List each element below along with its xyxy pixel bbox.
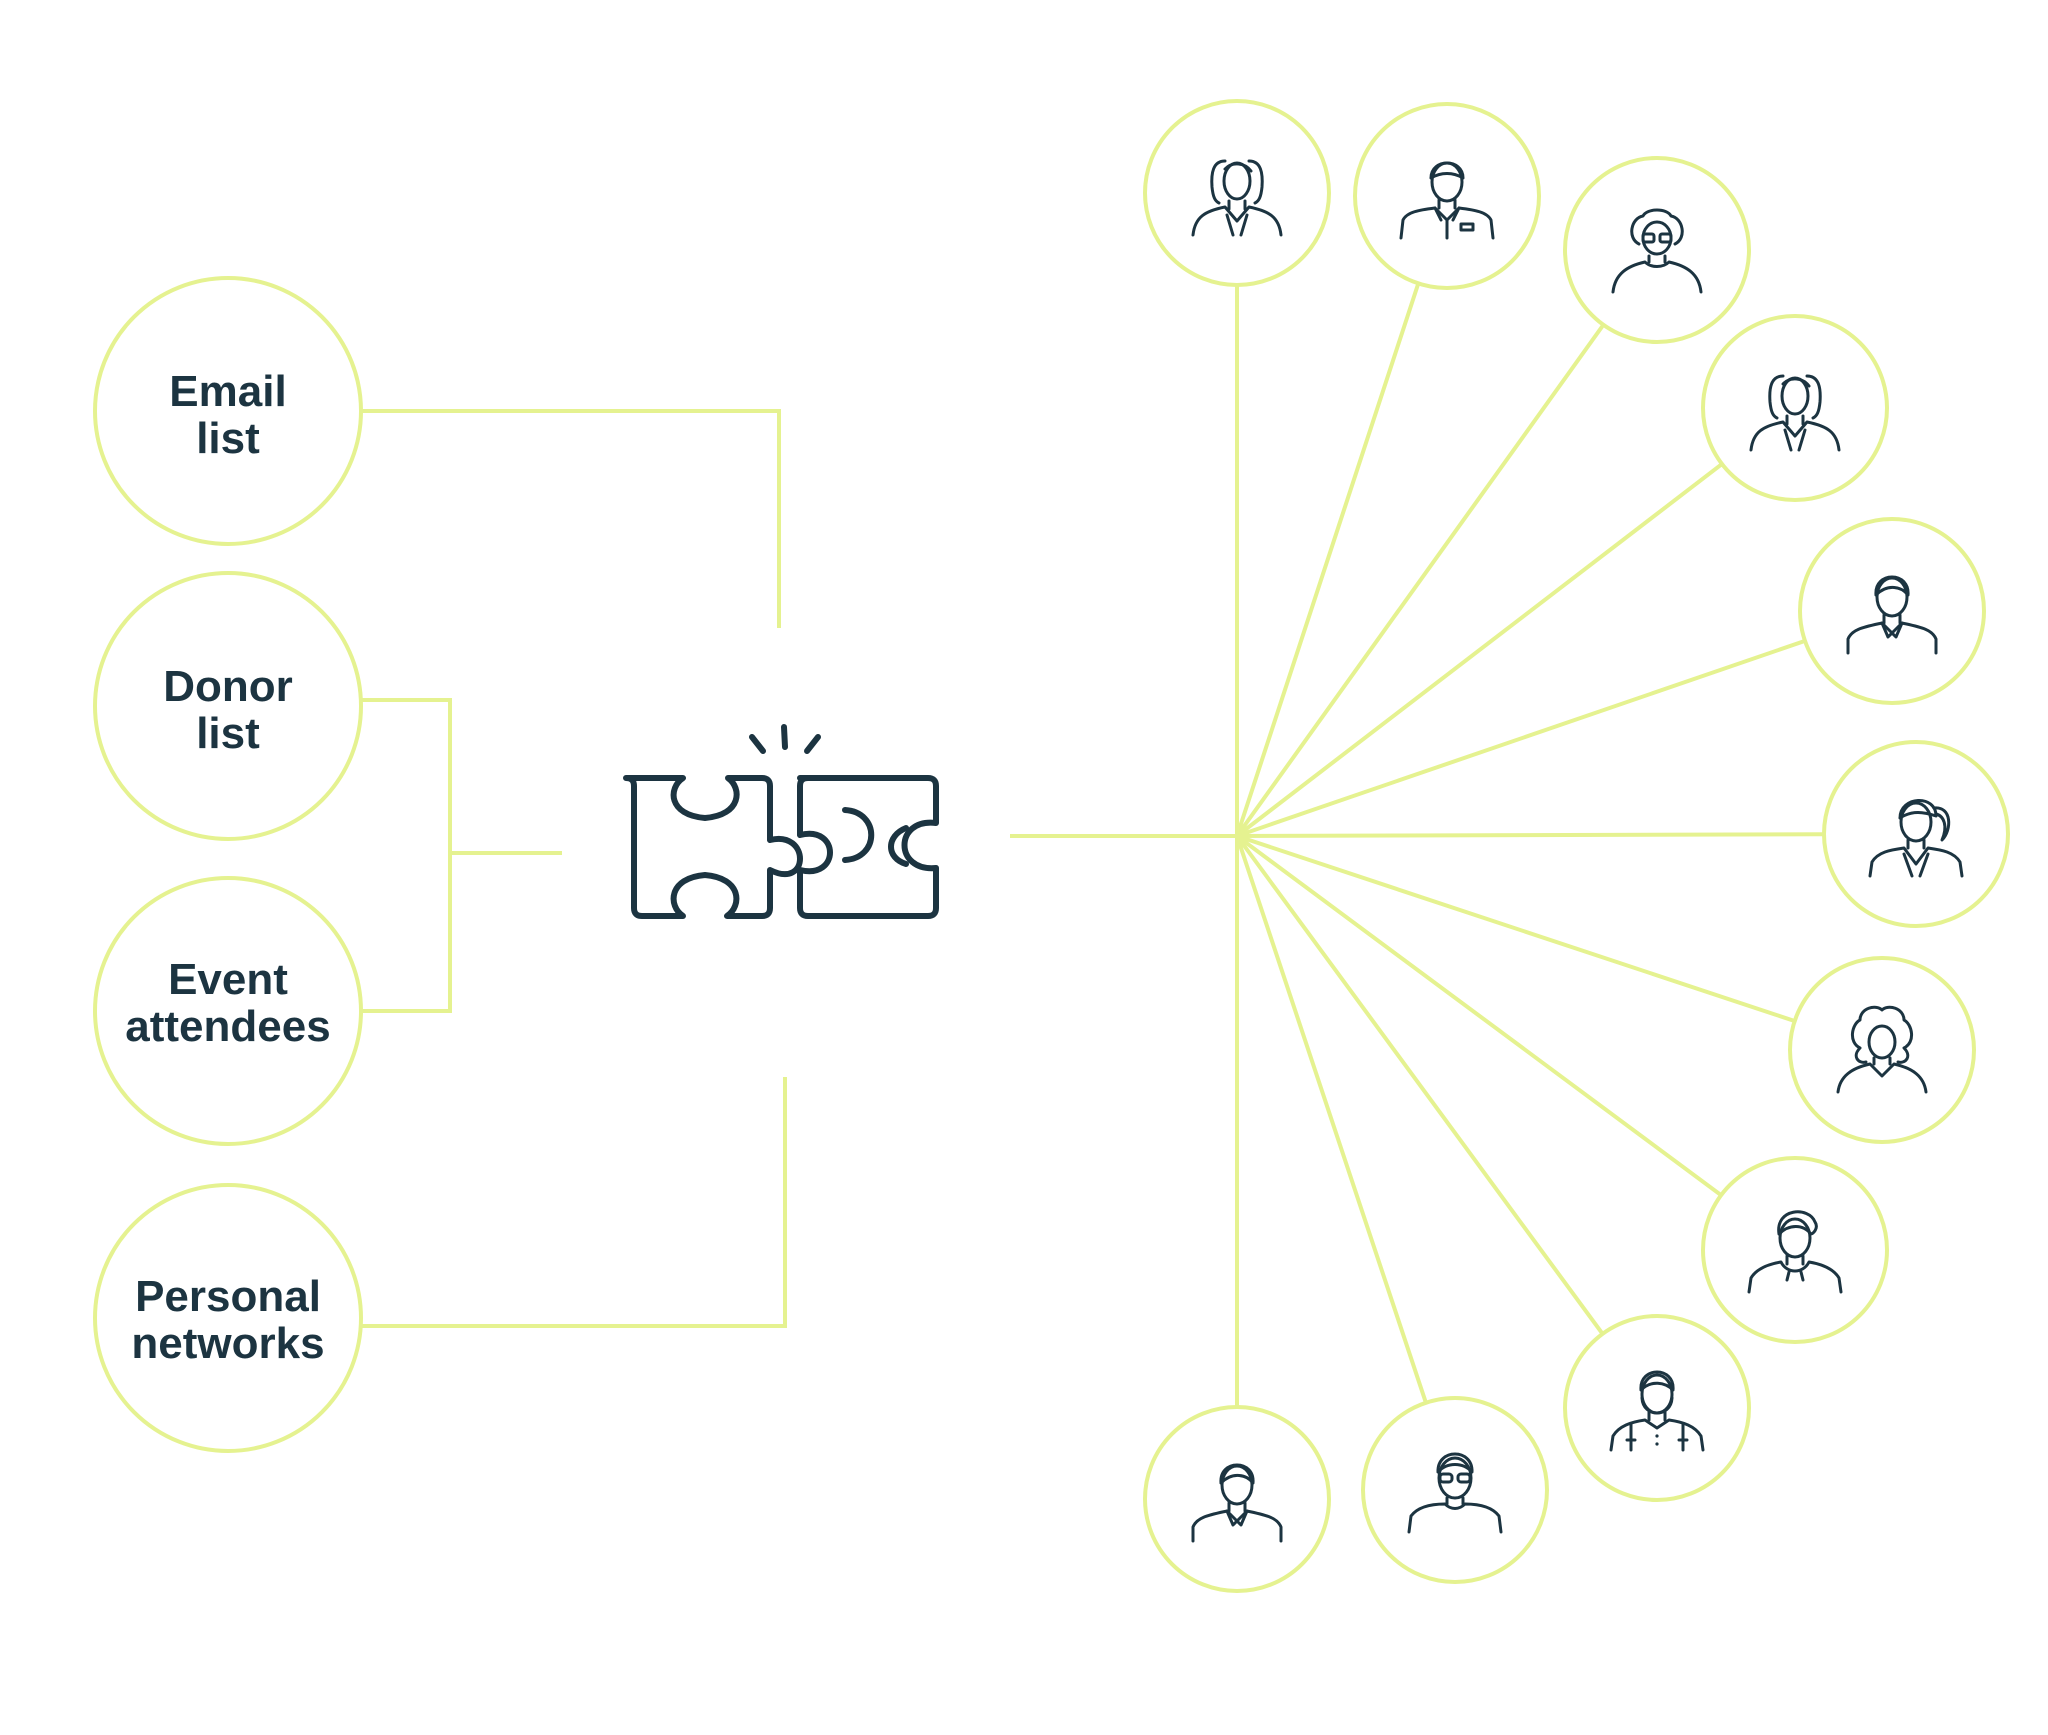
source-event-attendees: Event attendees — [93, 876, 363, 1146]
person-spoke — [1235, 835, 1457, 1491]
person-node — [1701, 1156, 1889, 1344]
source-label-line1: Donor — [163, 662, 293, 711]
source-label-line2: list — [196, 709, 260, 758]
source-label-line2: attendees — [125, 1002, 330, 1051]
source-label-line1: Personal — [135, 1272, 321, 1321]
person-node — [1143, 1405, 1331, 1593]
email-connector — [357, 409, 781, 628]
people-group — [1143, 99, 2010, 1593]
source-connectors — [357, 409, 787, 1328]
person-spoke — [1235, 834, 1797, 1252]
puzzle-pieces-connecting-icon — [623, 724, 939, 919]
person-node — [1822, 740, 2010, 928]
person-spoke — [1235, 406, 1797, 838]
source-label-line2: list — [196, 414, 260, 463]
source-donor-list: Donor list — [93, 571, 363, 841]
personal-connector — [357, 1077, 787, 1328]
person-node — [1353, 102, 1541, 290]
person-node — [1563, 156, 1751, 344]
person-spoke — [1235, 248, 1659, 838]
donor-connector — [357, 698, 452, 1013]
source-email-list: Email list — [93, 276, 363, 546]
person-node — [1361, 1396, 1549, 1584]
person-node — [1798, 517, 1986, 705]
source-label-line1: Email — [169, 367, 286, 416]
source-label-line1: Event — [168, 955, 288, 1004]
person-spoke — [1236, 832, 1917, 838]
person-spoke — [1236, 609, 1893, 838]
person-node — [1788, 956, 1976, 1144]
people-spokes — [1235, 193, 1917, 1499]
person-node — [1563, 1314, 1751, 1502]
person-node — [1143, 99, 1331, 287]
source-personal-networks: Personal networks — [93, 1183, 363, 1453]
person-node — [1701, 314, 1889, 502]
person-spoke — [1235, 834, 1659, 1410]
source-label-line2: networks — [131, 1319, 324, 1368]
person-spoke — [1235, 195, 1449, 837]
person-spoke — [1236, 834, 1883, 1052]
